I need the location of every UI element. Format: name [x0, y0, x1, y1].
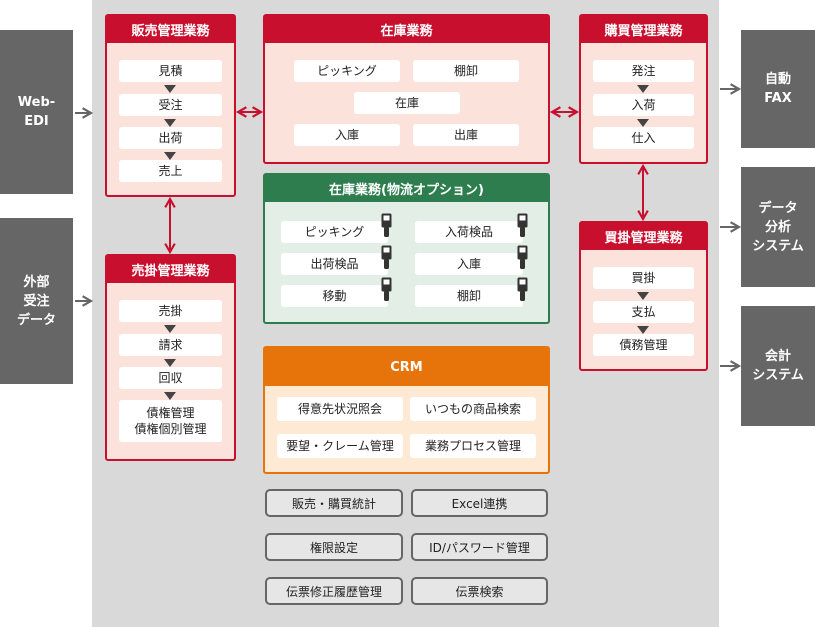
logistics-box: 在庫業務(物流オプション) ピッキング 入荷検品 出荷検品 入庫 移動 棚卸 — [263, 173, 550, 324]
crm-box: CRM 得意先状況照会 いつもの商品検索 要望・クレーム管理 業務プロセス管理 — [263, 346, 550, 474]
inventory-shipping: 出庫 — [413, 124, 519, 146]
inventory-receiving: 入庫 — [294, 124, 400, 146]
receivable-step-ar: 売掛 — [119, 300, 222, 322]
flow-arrow-icon — [164, 392, 176, 400]
inventory-title: 在庫業務 — [265, 16, 548, 43]
util-id-password: ID/パスワード管理 — [411, 533, 548, 561]
payable-step-debt: 債務管理 — [593, 334, 694, 356]
purchase-step-arrival: 入荷 — [593, 94, 694, 116]
logistics-stocktake: 棚卸 — [415, 285, 523, 307]
util-sales-purchase-stats: 販売・購買統計 — [265, 489, 403, 517]
payable-title: 買掛管理業務 — [581, 223, 706, 250]
flow-arrow-icon — [637, 326, 649, 334]
payable-step-payment: 支払 — [593, 301, 694, 323]
sales-box: 販売管理業務 見積 受注 出荷 売上 — [105, 14, 236, 197]
inventory-stocktake: 棚卸 — [413, 60, 519, 82]
ext-data-analysis: データ 分析 システム — [741, 167, 815, 287]
sales-step-order: 受注 — [119, 94, 222, 116]
payable-box: 買掛管理業務 買掛 支払 債務管理 — [579, 221, 708, 371]
crm-title: CRM — [265, 348, 548, 386]
handheld-terminal-icon — [517, 245, 528, 269]
flow-arrow-icon — [164, 152, 176, 160]
receivable-step-collect: 回収 — [119, 367, 222, 389]
purchase-box: 購買管理業務 発注 入荷 仕入 — [579, 14, 708, 164]
purchase-step-order: 発注 — [593, 60, 694, 82]
flow-arrow-icon — [637, 119, 649, 127]
handheld-terminal-icon — [381, 277, 392, 301]
sales-title: 販売管理業務 — [107, 16, 234, 43]
logistics-inspection-out: 出荷検品 — [281, 253, 388, 275]
handheld-terminal-icon — [517, 213, 528, 237]
ext-accounting: 会計 システム — [741, 306, 815, 426]
util-permissions: 権限設定 — [265, 533, 403, 561]
crm-customer-status: 得意先状況照会 — [277, 397, 403, 421]
crm-business-process: 業務プロセス管理 — [410, 434, 536, 458]
inventory-picking: ピッキング — [294, 60, 400, 82]
ext-web-edi: Web- EDI — [0, 30, 73, 194]
receivable-box: 売掛管理業務 売掛 請求 回収 債権管理 債権個別管理 — [105, 254, 236, 461]
purchase-step-purchase: 仕入 — [593, 127, 694, 149]
receivable-step-billing: 請求 — [119, 334, 222, 356]
flow-arrow-icon — [164, 325, 176, 333]
ext-auto-fax: 自動 FAX — [741, 30, 815, 148]
sales-step-sale: 売上 — [119, 160, 222, 182]
handheld-terminal-icon — [517, 277, 528, 301]
sales-step-ship: 出荷 — [119, 127, 222, 149]
logistics-move: 移動 — [281, 285, 388, 307]
flow-arrow-icon — [637, 292, 649, 300]
flow-arrow-icon — [637, 85, 649, 93]
flow-arrow-icon — [164, 85, 176, 93]
logistics-picking: ピッキング — [281, 221, 388, 243]
inventory-box: 在庫業務 ピッキング 棚卸 在庫 入庫 出庫 — [263, 14, 550, 164]
ext-order-data: 外部 受注 データ — [0, 218, 73, 384]
util-excel-link: Excel連携 — [411, 489, 548, 517]
flow-arrow-icon — [164, 359, 176, 367]
receivable-step-credit: 債権管理 債権個別管理 — [119, 400, 222, 442]
flow-arrow-icon — [164, 119, 176, 127]
purchase-title: 購買管理業務 — [581, 16, 706, 43]
crm-request-complaint: 要望・クレーム管理 — [277, 434, 403, 458]
inventory-stock: 在庫 — [354, 92, 460, 114]
handheld-terminal-icon — [381, 213, 392, 237]
payable-step-ap: 買掛 — [593, 267, 694, 289]
logistics-receiving: 入庫 — [415, 253, 523, 275]
logistics-title: 在庫業務(物流オプション) — [265, 175, 548, 202]
receivable-title: 売掛管理業務 — [107, 256, 234, 283]
logistics-inspection-in: 入荷検品 — [415, 221, 523, 243]
crm-usual-product-search: いつもの商品検索 — [410, 397, 536, 421]
sales-step-quote: 見積 — [119, 60, 222, 82]
handheld-terminal-icon — [381, 245, 392, 269]
util-slip-search: 伝票検索 — [411, 577, 548, 605]
util-slip-history: 伝票修正履歴管理 — [265, 577, 403, 605]
